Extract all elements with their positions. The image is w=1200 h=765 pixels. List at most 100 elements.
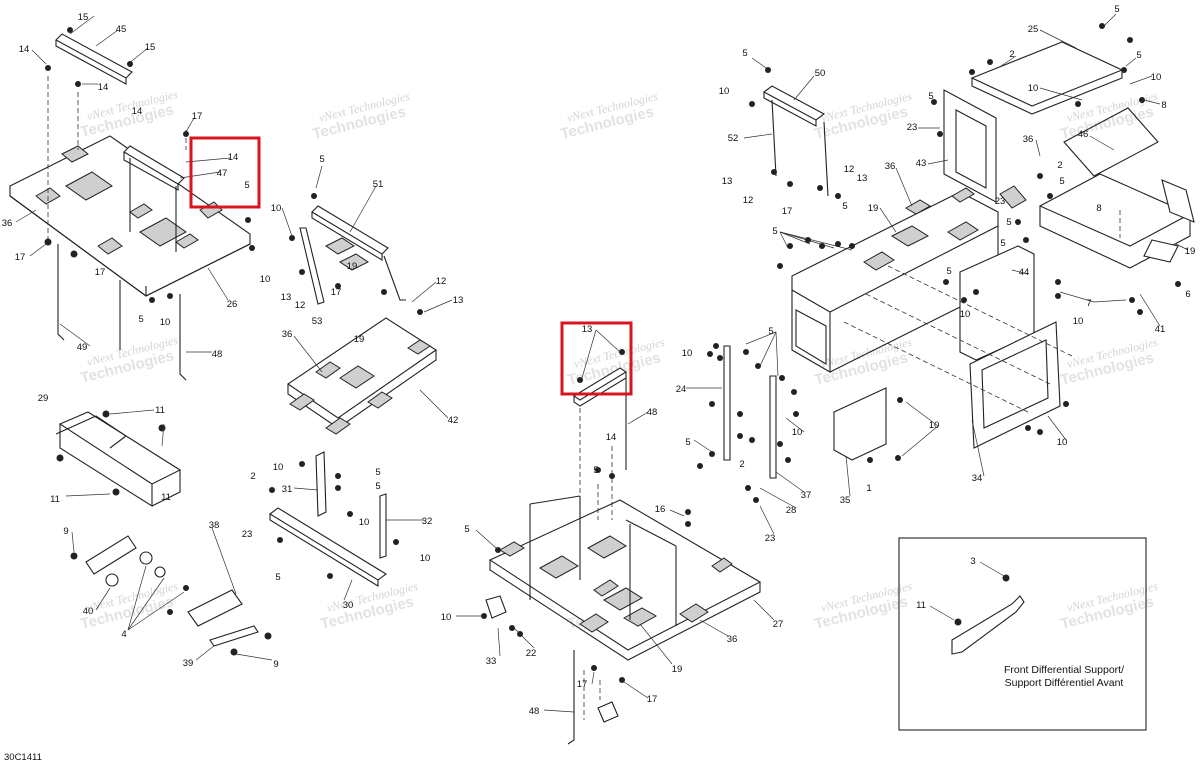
callout-5: 5 bbox=[375, 467, 380, 478]
callout-17: 17 bbox=[192, 111, 203, 122]
callout-33: 33 bbox=[486, 656, 497, 667]
callout-5: 5 bbox=[244, 180, 249, 191]
callout-42: 42 bbox=[448, 415, 459, 426]
callout-5: 5 bbox=[138, 314, 143, 325]
callout-11: 11 bbox=[161, 492, 171, 503]
highlight-box-callout-13[interactable] bbox=[560, 321, 633, 396]
callout-8: 8 bbox=[1096, 203, 1101, 214]
callout-13: 13 bbox=[582, 324, 593, 335]
callout-23: 23 bbox=[765, 533, 776, 544]
callout-5: 5 bbox=[1136, 50, 1141, 61]
callout-10: 10 bbox=[719, 86, 730, 97]
skid-plate-27 bbox=[488, 495, 762, 661]
callout-14: 14 bbox=[132, 106, 143, 117]
tie-rods-49-48 bbox=[57, 244, 187, 381]
callout-23: 23 bbox=[242, 529, 253, 540]
bracket-47 bbox=[123, 145, 185, 252]
bracket-45 bbox=[55, 33, 133, 85]
callout-49: 49 bbox=[77, 342, 88, 353]
callout-4: 4 bbox=[121, 629, 126, 640]
callout-46: 46 bbox=[1078, 129, 1089, 140]
callout-5: 5 bbox=[319, 154, 324, 165]
callout-14: 14 bbox=[606, 432, 617, 443]
callout-10: 10 bbox=[359, 517, 370, 528]
callout-36: 36 bbox=[727, 634, 738, 645]
callout-5: 5 bbox=[593, 465, 598, 476]
callout-27: 27 bbox=[773, 619, 784, 630]
callout-11: 11 bbox=[50, 494, 60, 505]
callout-8: 8 bbox=[1161, 100, 1166, 111]
inset-caption-en: Front Differential Support/ bbox=[1004, 664, 1124, 676]
tray-42 bbox=[287, 317, 437, 435]
callout-51: 51 bbox=[373, 179, 384, 190]
callout-10: 10 bbox=[1151, 72, 1162, 83]
frame-main bbox=[723, 41, 1195, 479]
callout-10: 10 bbox=[441, 612, 452, 623]
fasteners-center bbox=[481, 349, 691, 745]
callout-5: 5 bbox=[772, 226, 777, 237]
callout-2: 2 bbox=[1057, 160, 1062, 171]
callout-44: 44 bbox=[1019, 267, 1030, 278]
callout-10: 10 bbox=[792, 427, 803, 438]
fasteners-mid-top bbox=[289, 193, 423, 315]
callout-10: 10 bbox=[1028, 83, 1039, 94]
callout-9: 9 bbox=[273, 659, 278, 670]
mount-assembly-38 bbox=[70, 527, 273, 661]
callout-1: 1 bbox=[866, 483, 871, 494]
callout-5: 5 bbox=[685, 437, 690, 448]
callout-35: 35 bbox=[840, 495, 851, 506]
callout-10: 10 bbox=[420, 553, 431, 564]
fasteners-left bbox=[44, 27, 255, 303]
callout-2: 2 bbox=[250, 471, 255, 482]
callout-10: 10 bbox=[960, 309, 971, 320]
callout-36: 36 bbox=[885, 161, 896, 172]
highlight-box-callout-47[interactable] bbox=[189, 136, 261, 209]
inset-front-differential: Front Differential Support/ Support Diff… bbox=[898, 537, 1147, 731]
callout-17: 17 bbox=[15, 252, 26, 263]
callout-5: 5 bbox=[768, 326, 773, 337]
callout-13: 13 bbox=[453, 295, 464, 306]
callout-10: 10 bbox=[160, 317, 171, 328]
callout-38: 38 bbox=[209, 520, 220, 531]
callout-29: 29 bbox=[38, 393, 49, 404]
callout-12: 12 bbox=[844, 164, 855, 175]
callout-5: 5 bbox=[275, 572, 280, 583]
bracket-31-32-30 bbox=[269, 451, 424, 601]
callout-13: 13 bbox=[281, 292, 292, 303]
callout-23: 23 bbox=[907, 122, 918, 133]
bracket-50-52 bbox=[743, 57, 841, 199]
callout-48: 48 bbox=[529, 706, 540, 717]
callout-32: 32 bbox=[422, 516, 433, 527]
callout-5: 5 bbox=[1059, 176, 1064, 187]
callout-10: 10 bbox=[260, 274, 271, 285]
callout-2: 2 bbox=[739, 459, 744, 470]
callout-52: 52 bbox=[728, 133, 739, 144]
callout-9: 9 bbox=[63, 526, 68, 537]
callout-24: 24 bbox=[676, 384, 687, 395]
callout-17: 17 bbox=[782, 206, 793, 217]
support-29 bbox=[55, 409, 182, 507]
callout-25: 25 bbox=[1028, 24, 1039, 35]
differential-bracket bbox=[951, 595, 1025, 655]
callout-23: 23 bbox=[995, 196, 1006, 207]
callout-5: 5 bbox=[842, 201, 847, 212]
fasteners-right bbox=[697, 23, 1181, 503]
callout-10: 10 bbox=[1073, 316, 1084, 327]
callout-12: 12 bbox=[295, 300, 306, 311]
callout-39: 39 bbox=[183, 658, 194, 669]
callout-10: 10 bbox=[929, 420, 940, 431]
figure-code: 30C1411 bbox=[4, 752, 42, 763]
callout-5: 5 bbox=[1000, 238, 1005, 249]
callout-45: 45 bbox=[116, 24, 127, 35]
callout-16: 16 bbox=[655, 504, 666, 515]
callout-37: 37 bbox=[801, 490, 812, 501]
callout-19: 19 bbox=[347, 261, 358, 272]
callout-41: 41 bbox=[1155, 324, 1166, 335]
callout-10: 10 bbox=[1057, 437, 1068, 448]
callout-2: 2 bbox=[1009, 49, 1014, 60]
